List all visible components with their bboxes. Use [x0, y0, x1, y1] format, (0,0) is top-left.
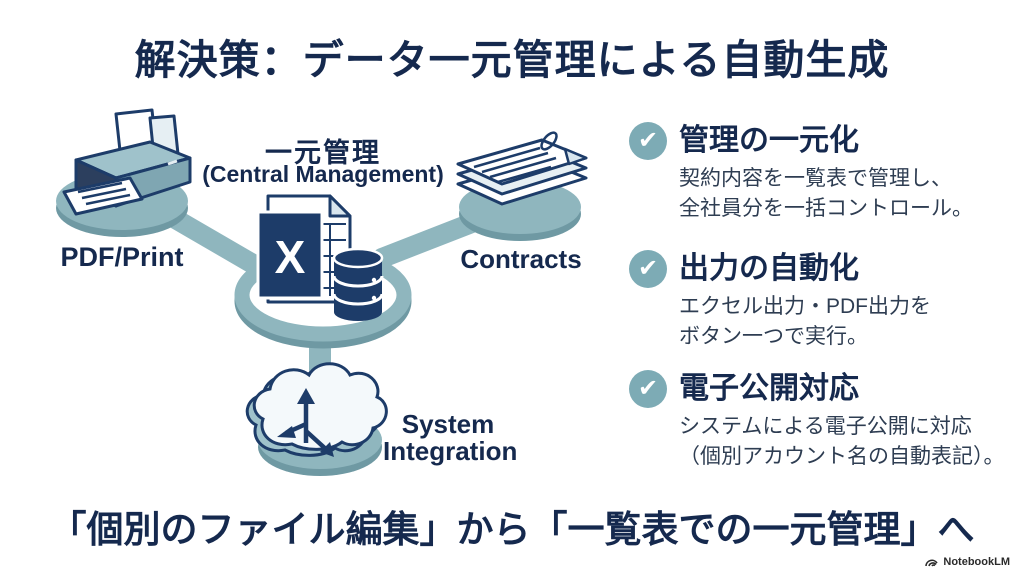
node-label-system-line1: System	[401, 409, 495, 439]
check-icon	[629, 250, 667, 288]
notebooklm-logo-icon	[925, 559, 939, 567]
hub-label-en: (Central Management)	[202, 161, 444, 187]
checklist-body-line: システムによる電子公開に対応	[679, 415, 972, 438]
checklist-item-centralized-management: 管理の一元化 契約内容を一覧表で管理し、 全社員分を一括コントロール。	[629, 120, 1023, 224]
excel-database-icon: X	[256, 194, 384, 321]
checkmark-glyph	[638, 135, 658, 152]
check-icon	[629, 122, 667, 160]
excel-spreadsheet-icon: X	[256, 194, 352, 304]
excel-letter: X	[275, 231, 306, 283]
brand-name: NotebookLM	[943, 555, 1010, 568]
checklist-body-line: 契約内容を一覧表で管理し、	[679, 167, 952, 190]
diagram-graphic: X	[56, 108, 588, 476]
checklist-heading: 電子公開対応	[679, 372, 859, 405]
node-label-system-integration: System Integration	[383, 409, 518, 466]
checklist-heading: 出力の自動化	[679, 252, 859, 285]
checkmark-glyph	[638, 263, 658, 280]
contract-documents-icon	[456, 131, 588, 206]
hub-label-ja: 一元管理	[265, 138, 381, 168]
database-icon	[332, 247, 384, 321]
checklist-item-electronic-publication: 電子公開対応 システムによる電子公開に対応 （個別アカウント名の自動表記）。	[629, 368, 1023, 472]
cloud-integration-icon	[245, 362, 388, 457]
checklist-body: 契約内容を一覧表で管理し、 全社員分を一括コントロール。	[679, 164, 1023, 224]
checklist-body-line: 全社員分を一括コントロール。	[679, 197, 973, 220]
slide-title: 解決策：データ一元管理による自動生成	[134, 37, 890, 83]
checklist-body-line: エクセル出力・PDF出力を	[679, 295, 931, 318]
integration-arrows-icon	[277, 388, 334, 457]
checklist-body: システムによる電子公開に対応 （個別アカウント名の自動表記）。	[679, 412, 1023, 472]
central-management-diagram: X 一元管理 (Central Management) PDF/Print Co…	[0, 100, 620, 500]
checkmark-glyph	[638, 383, 658, 400]
node-label-pdf-print: PDF/Print	[60, 242, 184, 272]
checklist-item-output-automation: 出力の自動化 エクセル出力・PDF出力を ボタン一つで実行。	[629, 248, 1023, 352]
checklist-body-line: ボタン一つで実行。	[679, 325, 868, 348]
checklist-body-line: （個別アカウント名の自動表記）。	[679, 445, 1005, 468]
check-icon	[629, 370, 667, 408]
printer-icon	[62, 108, 192, 216]
bottom-statement: 「個別のファイル編集」から「一覧表での一元管理」へ	[49, 509, 975, 550]
node-label-contracts: Contracts	[460, 244, 582, 274]
brand-mark: NotebookLM	[924, 555, 1010, 568]
node-label-system-line2: Integration	[383, 436, 518, 466]
checklist-body: エクセル出力・PDF出力を ボタン一つで実行。	[679, 292, 1023, 352]
checklist-heading: 管理の一元化	[679, 124, 859, 157]
